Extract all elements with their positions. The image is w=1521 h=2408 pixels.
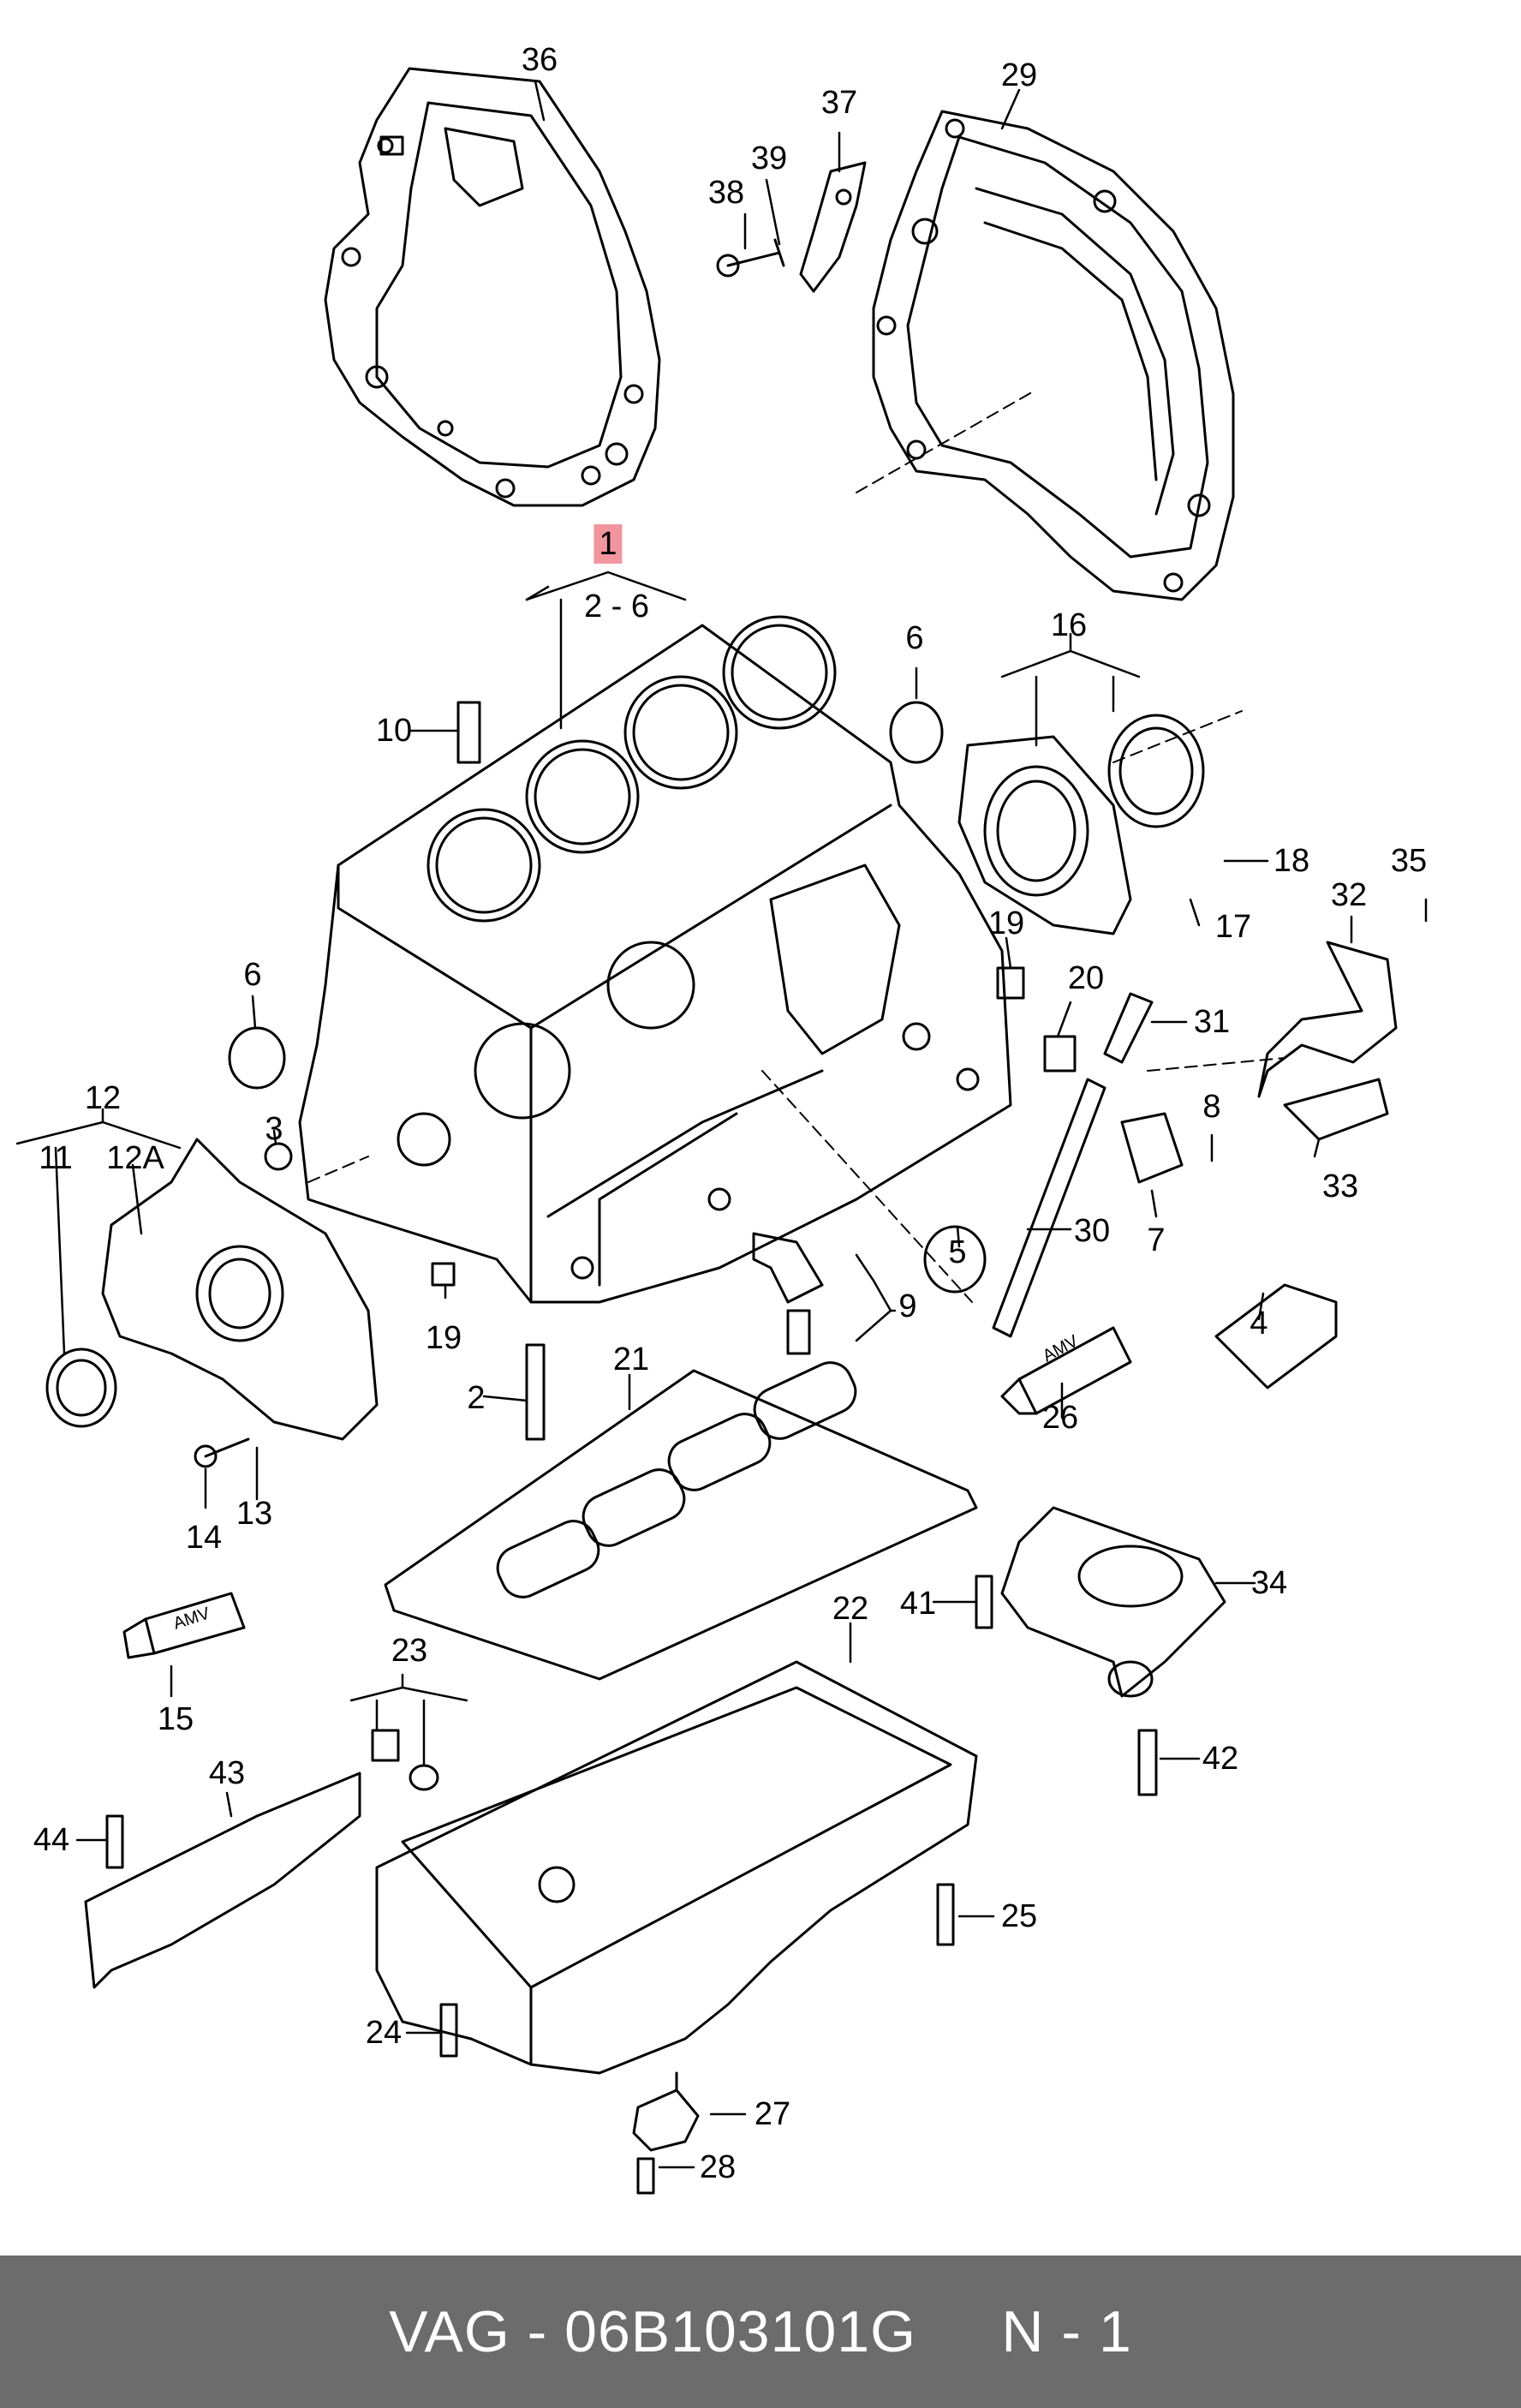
seal-6-left <box>228 1026 286 1090</box>
callout-2: 2 <box>467 1380 486 1416</box>
callout-20: 20 <box>1067 960 1105 996</box>
oil-pan-gasket-21 <box>384 1361 978 1681</box>
callout-19-left: 19 <box>425 1320 462 1356</box>
callout-2-6: 2 - 6 <box>583 589 650 624</box>
sensor-4 <box>1214 1283 1338 1389</box>
callout-23: 23 <box>391 1633 428 1669</box>
callout-32: 32 <box>1330 877 1368 913</box>
callout-11: 11 <box>39 1140 73 1176</box>
callout-26: 26 <box>1041 1400 1079 1436</box>
callout-27: 27 <box>754 2096 791 2132</box>
part-number-text: VAG - 06B103101G N - 1 <box>389 2299 1132 2364</box>
tube-15 <box>122 1592 246 1659</box>
callout-36: 36 <box>521 42 558 78</box>
callout-10: 10 <box>375 713 413 749</box>
sleeve-19-right <box>996 966 1025 1000</box>
callout-19-right: 19 <box>987 905 1025 941</box>
callout-6-top: 6 <box>905 620 924 656</box>
callout-21: 21 <box>612 1341 650 1377</box>
front-cover-12 <box>45 1138 379 1441</box>
callout-1[interactable]: 1 <box>593 524 623 564</box>
callout-9: 9 <box>898 1288 917 1324</box>
bolt-42 <box>1137 1729 1158 1796</box>
fitting-9 <box>786 1309 811 1355</box>
bolt-2 <box>525 1343 546 1441</box>
callout-29: 29 <box>1000 57 1038 93</box>
seal-5 <box>923 1225 987 1294</box>
callout-13: 13 <box>236 1496 273 1532</box>
callout-22: 22 <box>832 1591 869 1627</box>
leader-lines <box>15 80 1428 2169</box>
callout-28: 28 <box>699 2149 737 2185</box>
callout-3: 3 <box>265 1111 283 1147</box>
callout-31: 31 <box>1193 1004 1231 1040</box>
dipstick-30 <box>992 992 1154 1338</box>
callout-18: 18 <box>1273 843 1310 879</box>
drain-washer-23 <box>409 1764 439 1791</box>
sensor-27 <box>632 2088 700 2152</box>
plug-3 <box>264 1142 293 1171</box>
callout-38: 38 <box>707 175 745 211</box>
callout-15: 15 <box>157 1701 194 1737</box>
dash-lines <box>307 389 1285 1303</box>
seal-flange-16 <box>957 714 1205 935</box>
bolt-44 <box>105 1814 124 1869</box>
sensor-7 <box>1120 1112 1184 1184</box>
callout-34: 34 <box>1250 1565 1288 1601</box>
callout-4: 4 <box>1250 1306 1268 1341</box>
baffle-43 <box>84 1772 361 1989</box>
callout-7: 7 <box>1147 1222 1166 1258</box>
callout-33: 33 <box>1321 1168 1359 1204</box>
bell-housing-plate-29 <box>872 110 1235 601</box>
pipe-9 <box>752 1232 824 1304</box>
callout-43: 43 <box>208 1755 246 1791</box>
callout-17: 17 <box>1214 909 1252 945</box>
bracket-37 <box>716 161 867 293</box>
tube-26-label: AMV <box>1040 1331 1082 1365</box>
callout-24: 24 <box>365 2015 403 2051</box>
sleeve-20 <box>1043 1035 1077 1073</box>
tube-26 <box>1000 1326 1132 1415</box>
callout-35: 35 <box>1390 843 1428 879</box>
bolt-41 <box>975 1574 993 1629</box>
parts-diagram: AMV AMV 1 2 - 6 36 37 29 39 38 6 16 10 1… <box>15 42 1428 2195</box>
engine-block-1 <box>298 615 1012 1304</box>
bolt-28 <box>636 2157 655 2195</box>
callout-12a: 12A <box>106 1140 164 1176</box>
callout-30: 30 <box>1073 1213 1111 1249</box>
exploded-view-drawing: AMV AMV <box>15 67 1428 2195</box>
drain-plug-23 <box>371 1729 400 1762</box>
bolt-14 <box>204 1437 250 1458</box>
sleeve-19-left <box>431 1262 456 1287</box>
callout-8: 8 <box>1202 1089 1221 1125</box>
callout-37: 37 <box>820 85 858 121</box>
callout-42: 42 <box>1202 1741 1239 1777</box>
callout-41: 41 <box>899 1586 937 1622</box>
bolt-25 <box>936 1883 955 1946</box>
callout-25: 25 <box>1000 1898 1038 1934</box>
part-number-banner: VAG - 06B103101G N - 1 <box>0 2256 1521 2408</box>
bracket-32 <box>1257 941 1398 1141</box>
callout-5: 5 <box>948 1234 967 1270</box>
seal-6-top <box>889 701 944 764</box>
callout-14: 14 <box>185 1520 223 1556</box>
callout-39: 39 <box>750 140 788 176</box>
oil-pump-34 <box>1000 1506 1226 1698</box>
callout-6-left: 6 <box>243 957 262 993</box>
dowel-10 <box>456 701 481 764</box>
callout-44: 44 <box>33 1822 70 1858</box>
callout-16: 16 <box>1050 607 1088 643</box>
callout-12: 12 <box>84 1080 122 1116</box>
oil-pan-22 <box>375 1660 978 2075</box>
bolt-24 <box>439 2003 458 2058</box>
gasket-plate-36 <box>324 67 661 507</box>
